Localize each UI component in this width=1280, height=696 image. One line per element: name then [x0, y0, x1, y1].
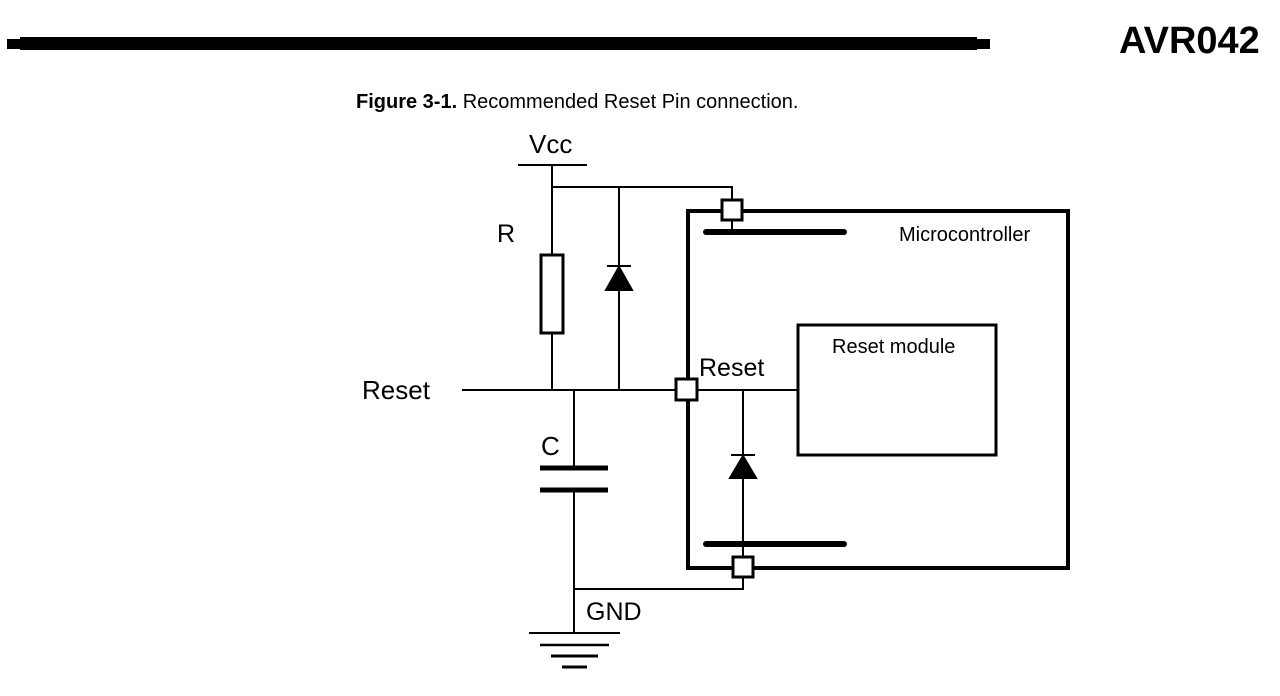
reset-module-box [796, 323, 998, 457]
reset-module-label: Reset module [832, 336, 956, 358]
resistor [539, 253, 565, 335]
reset-external-label: Reset [362, 375, 430, 405]
figure-caption-text: Recommended Reset Pin connection. [462, 91, 799, 113]
gnd-pin [731, 555, 755, 579]
resistor-label: R [497, 220, 516, 248]
reset-pin-label: Reset [699, 354, 765, 382]
microcontroller-label: Microcontroller [899, 224, 1031, 246]
vcc-label: Vcc [529, 129, 573, 159]
vcc-to-mcu-wire [552, 186, 733, 200]
reset-pin [674, 377, 699, 402]
header-rule-cap-left [7, 39, 21, 49]
vcc-pin [720, 198, 744, 222]
figure-caption: Figure 3-1. Recommended Reset Pin connec… [356, 91, 798, 114]
figure-number: Figure 3-1. [356, 91, 458, 113]
gnd-wire [574, 578, 744, 590]
gnd-label: GND [586, 598, 642, 626]
capacitor-label: C [541, 431, 560, 461]
header-rule [20, 37, 977, 50]
document-id: AVR042 [1119, 20, 1260, 62]
int-diode-triangle [728, 454, 758, 479]
header-rule-cap-right [976, 39, 990, 49]
ext-diode-triangle [604, 264, 634, 291]
